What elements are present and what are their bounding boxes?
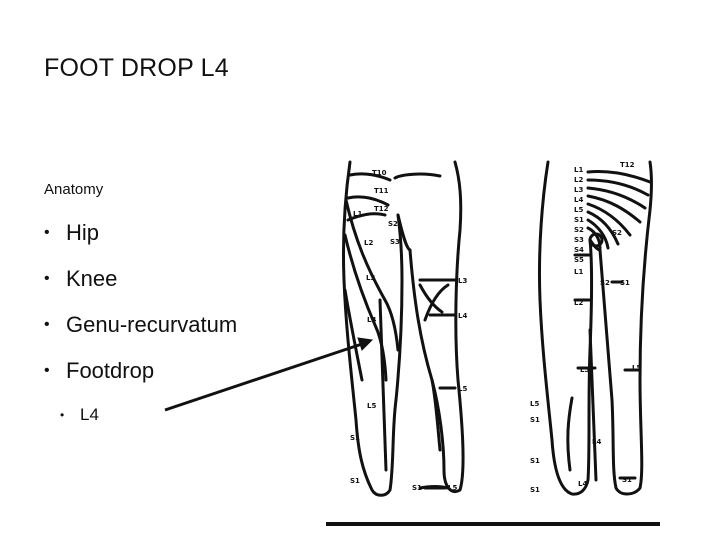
svg-text:S1: S1 — [350, 477, 360, 485]
svg-text:L3: L3 — [458, 277, 467, 285]
svg-text:L5: L5 — [530, 400, 539, 408]
svg-text:S1: S1 — [350, 434, 360, 442]
svg-text:L5: L5 — [448, 484, 457, 492]
svg-text:L5: L5 — [367, 402, 376, 410]
svg-text:L4: L4 — [578, 480, 587, 488]
front-dermatome-labels: T10 T11 T12 L1 L2 L3 L4 L5 S1 S2 S3 L3 L… — [350, 169, 467, 492]
svg-text:L2: L2 — [574, 299, 583, 307]
svg-text:L1: L1 — [574, 166, 583, 174]
svg-text:S1: S1 — [530, 486, 540, 494]
svg-text:S1: S1 — [574, 216, 584, 224]
front-right-leg-outline — [410, 162, 463, 492]
svg-text:S2: S2 — [574, 226, 584, 234]
svg-text:L2: L2 — [364, 239, 373, 247]
svg-text:L3: L3 — [580, 366, 589, 374]
svg-text:L5: L5 — [574, 206, 583, 214]
svg-text:S3: S3 — [390, 238, 400, 246]
svg-text:L4: L4 — [458, 312, 467, 320]
svg-text:S1: S1 — [530, 457, 540, 465]
svg-text:L1: L1 — [574, 268, 583, 276]
svg-text:S5: S5 — [574, 256, 584, 264]
svg-text:L5: L5 — [458, 385, 467, 393]
svg-text:T11: T11 — [374, 187, 389, 195]
svg-text:T12: T12 — [374, 205, 389, 213]
svg-text:S1: S1 — [530, 416, 540, 424]
svg-text:L4: L4 — [574, 196, 583, 204]
svg-text:S1: S1 — [620, 279, 630, 287]
svg-text:S4: S4 — [574, 246, 584, 254]
svg-text:S2: S2 — [600, 279, 610, 287]
svg-text:T12: T12 — [620, 161, 635, 169]
svg-text:L2: L2 — [574, 176, 583, 184]
svg-text:S1: S1 — [412, 484, 422, 492]
svg-text:S2: S2 — [612, 229, 622, 237]
svg-text:L3: L3 — [574, 186, 583, 194]
pointer-arrow — [165, 338, 372, 410]
svg-text:L3: L3 — [366, 274, 375, 282]
svg-text:L4: L4 — [367, 316, 376, 324]
svg-text:S2: S2 — [388, 220, 398, 228]
svg-text:L4: L4 — [592, 438, 601, 446]
svg-text:T10: T10 — [372, 169, 387, 177]
svg-text:S3: S3 — [574, 236, 584, 244]
back-left-leg-outline — [539, 162, 591, 494]
svg-text:L1: L1 — [353, 210, 362, 218]
svg-text:S1: S1 — [622, 476, 632, 484]
svg-text:L5: L5 — [632, 364, 641, 372]
